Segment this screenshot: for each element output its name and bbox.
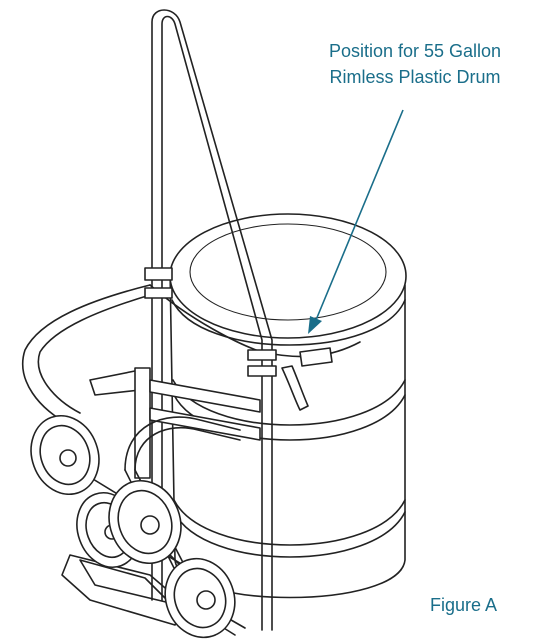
figure-caption: Figure A xyxy=(430,595,498,615)
wheel-icon xyxy=(164,557,236,639)
drum-position-callout: Position for 55 Gallon Rimless Plastic D… xyxy=(300,38,530,90)
side-frame xyxy=(22,284,151,479)
cross-bars xyxy=(149,379,261,441)
callout-line-2: Rimless Plastic Drum xyxy=(329,67,501,87)
drum-icon xyxy=(169,213,407,599)
wheel-icon xyxy=(108,479,182,565)
handle xyxy=(144,9,277,631)
wheel-icon xyxy=(30,414,100,496)
pointer-arrow-icon xyxy=(308,109,404,334)
base-frame xyxy=(61,554,186,626)
callout-line-1: Position for 55 Gallon xyxy=(328,41,502,61)
